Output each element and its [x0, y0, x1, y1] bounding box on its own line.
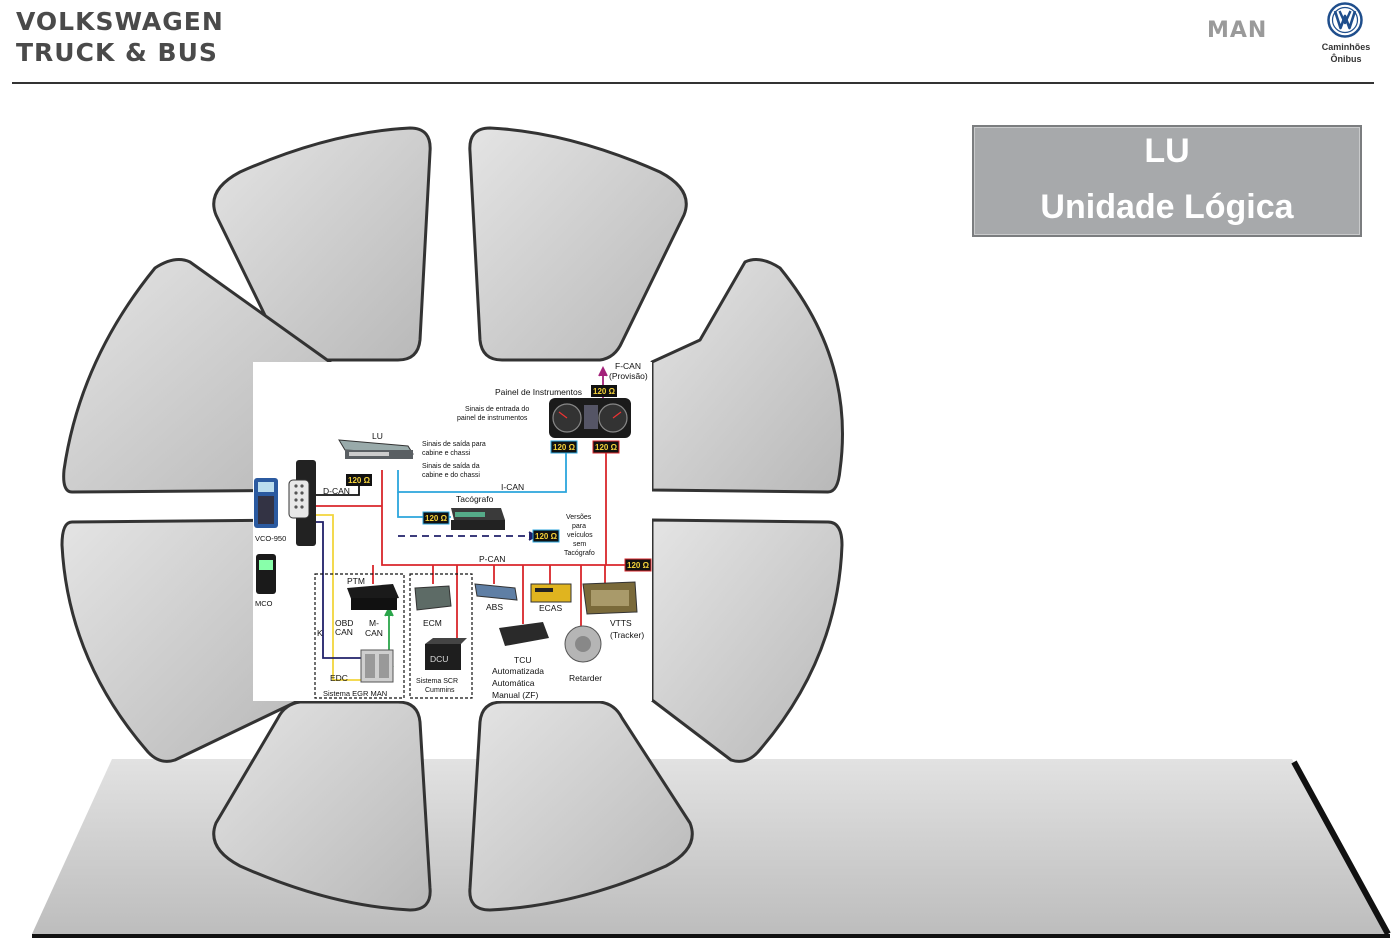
label-egr: Sistema EGR MAN — [323, 689, 387, 698]
vw-emblem-icon — [1327, 2, 1363, 38]
svg-text:120 Ω: 120 Ω — [425, 514, 448, 523]
edc-icon — [360, 649, 394, 683]
svg-text:Sinais de saída da: Sinais de saída da — [422, 463, 480, 470]
svg-text:CAN: CAN — [365, 628, 383, 638]
label-dcu: DCU — [430, 654, 448, 664]
svg-text:M-: M- — [369, 618, 379, 628]
brand-line-1: VOLKSWAGEN — [16, 7, 224, 36]
diagnostic-connector-icon — [288, 460, 316, 546]
label-ecm: ECM — [423, 618, 442, 628]
ptm-icon — [347, 584, 399, 610]
svg-text:Sinais de entrada do: Sinais de entrada do — [465, 406, 529, 413]
lu-unit-icon — [338, 439, 414, 459]
tachograph-icon — [451, 508, 505, 530]
label-vco: VCO-950 — [255, 534, 286, 543]
svg-text:Versões: Versões — [566, 514, 592, 521]
petal-left-lower — [60, 518, 302, 763]
petal-bottom-left — [212, 700, 432, 912]
abs-icon — [474, 583, 518, 601]
brand-line-2: TRUCK & BUS — [16, 38, 218, 67]
svg-text:(Tracker): (Tracker) — [610, 630, 644, 640]
svg-text:sem: sem — [573, 541, 586, 548]
ecas-icon — [530, 583, 572, 603]
petal-right-lower — [650, 518, 844, 763]
svg-text:Sistema SCR: Sistema SCR — [416, 678, 458, 685]
label-lu: LU — [372, 431, 383, 441]
svg-text:CAN: CAN — [335, 627, 353, 637]
vw-subtitle: Caminhões Ônibus — [1321, 42, 1371, 64]
svg-text:Automática: Automática — [492, 678, 535, 688]
svg-text:120 Ω: 120 Ω — [627, 561, 650, 570]
svg-text:120 Ω: 120 Ω — [348, 476, 371, 485]
svg-text:120 Ω: 120 Ω — [593, 387, 616, 396]
label-fcan-sub: (Provisão) — [609, 371, 648, 381]
svg-text:Tacógrafo: Tacógrafo — [564, 550, 595, 557]
petal-bottom-right — [468, 700, 694, 912]
svg-text:120 Ω: 120 Ω — [535, 532, 558, 541]
vco-950-icon — [254, 478, 278, 528]
can-network-diagram: 120 Ω 120 Ω 120 Ω 120 Ω 120 Ω 120 Ω 120 … — [253, 362, 652, 701]
svg-text:painel de instrumentos: painel de instrumentos — [457, 415, 528, 422]
svg-text:cabine e do chassi: cabine e do chassi — [422, 472, 480, 479]
svg-text:Sinais de saída para: Sinais de saída para — [422, 441, 486, 448]
tcu-icon — [499, 622, 549, 646]
label-dcan: D-CAN — [323, 486, 350, 496]
svg-text:cabine e chassi: cabine e chassi — [422, 450, 471, 457]
label-fcan: F-CAN — [615, 362, 641, 371]
svg-text:TCU: TCU — [514, 655, 531, 665]
svg-text:Automatizada: Automatizada — [492, 666, 544, 676]
label-painel: Painel de Instrumentos — [495, 387, 582, 397]
petal-top-right — [468, 126, 688, 362]
svg-text:para: para — [572, 523, 586, 530]
svg-text:Cummins: Cummins — [425, 687, 455, 694]
petal-right-upper — [650, 258, 844, 494]
label-ptm: PTM — [347, 576, 365, 586]
label-tacografo: Tacógrafo — [456, 494, 494, 504]
instrument-panel-icon — [549, 398, 631, 438]
label-ecas: ECAS — [539, 603, 562, 613]
man-logo: MAN — [1207, 18, 1268, 43]
label-ican: I-CAN — [501, 482, 524, 492]
label-k: K — [317, 628, 323, 638]
title-acronym: LU — [1144, 132, 1190, 170]
retarder-icon — [564, 625, 602, 663]
dcu-icon — [425, 638, 467, 670]
title-box: LU Unidade Lógica — [972, 125, 1362, 237]
header-divider — [12, 82, 1374, 84]
svg-text:120 Ω: 120 Ω — [595, 443, 618, 452]
brand-logo-volkswagen-truck-bus: VOLKSWAGEN TRUCK & BUS — [16, 6, 224, 68]
svg-text:VTTS: VTTS — [610, 618, 632, 628]
label-retarder: Retarder — [569, 673, 602, 683]
label-abs: ABS — [486, 602, 503, 612]
label-pcan: P-CAN — [479, 554, 505, 564]
svg-text:OBD: OBD — [335, 618, 353, 628]
ecm-icon — [414, 585, 452, 611]
title-full: Unidade Lógica — [1040, 188, 1294, 226]
floor-slab-edge — [1291, 760, 1391, 936]
label-mco: MCO — [255, 599, 273, 608]
svg-text:Manual (ZF): Manual (ZF) — [492, 690, 538, 700]
vtts-icon — [582, 581, 638, 615]
label-edc: EDC — [330, 673, 348, 683]
svg-text:veículos: veículos — [567, 532, 593, 539]
mco-icon — [256, 554, 276, 594]
svg-text:120 Ω: 120 Ω — [553, 443, 576, 452]
